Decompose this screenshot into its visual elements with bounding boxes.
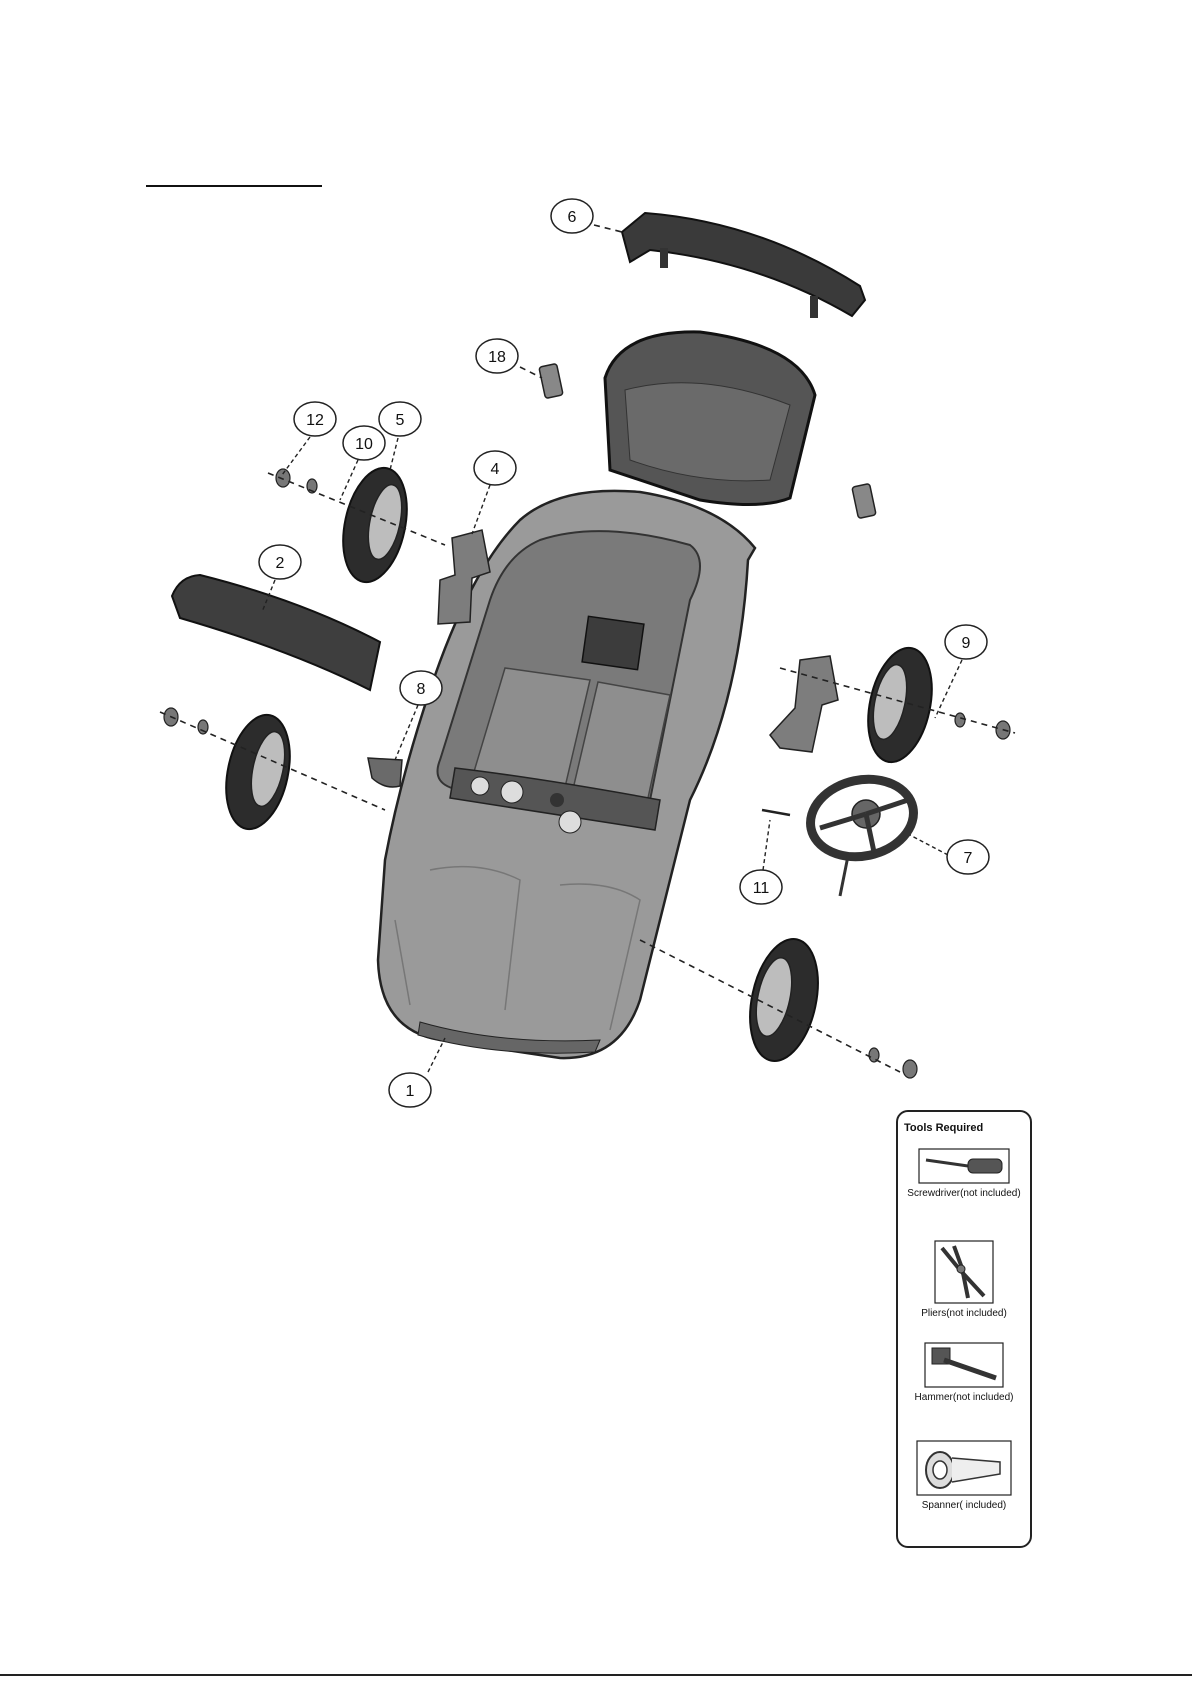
rear-spoiler	[622, 213, 865, 318]
callout-5: 5	[379, 402, 421, 436]
tool-hammer: Hammer(not included)	[898, 1342, 1030, 1403]
side-skirt	[172, 575, 380, 690]
tool-pliers: Pliers(not included)	[898, 1240, 1030, 1319]
svg-text:10: 10	[355, 436, 373, 453]
steering-wheel	[803, 770, 921, 896]
footer-rule	[0, 1674, 1192, 1676]
wheel-rear-left	[334, 462, 417, 588]
callout-18: 18	[476, 339, 518, 373]
tool-spanner-label: Spanner( included)	[898, 1500, 1030, 1511]
svg-text:11: 11	[753, 880, 770, 897]
seat	[605, 332, 815, 505]
small-cover	[368, 758, 402, 787]
svg-text:12: 12	[306, 412, 324, 429]
callout-10: 10	[343, 426, 385, 460]
seat-bracket-left	[539, 363, 563, 398]
callout-1: 1	[389, 1073, 431, 1107]
tools-required-panel: Tools Required Screwdriver(not included)…	[896, 1110, 1032, 1548]
callout-4: 4	[474, 451, 516, 485]
hammer-icon	[924, 1342, 1004, 1388]
screwdriver-icon	[918, 1148, 1010, 1184]
svg-text:2: 2	[276, 555, 285, 572]
tools-required-title: Tools Required	[904, 1122, 983, 1134]
pliers-icon	[934, 1240, 994, 1304]
steering-pin	[762, 810, 790, 815]
callout-11: 11	[740, 870, 782, 904]
callout-2: 2	[259, 545, 301, 579]
tool-screwdriver: Screwdriver(not included)	[898, 1148, 1030, 1199]
spanner-icon	[916, 1440, 1012, 1496]
callout-7: 7	[947, 840, 989, 874]
callout-6: 6	[551, 199, 593, 233]
svg-text:6: 6	[568, 209, 577, 226]
tool-hammer-label: Hammer(not included)	[898, 1392, 1030, 1403]
wheel-front-right	[740, 933, 828, 1068]
svg-text:9: 9	[962, 635, 971, 652]
seat-bracket-right	[852, 483, 876, 518]
svg-text:8: 8	[417, 681, 426, 698]
svg-text:18: 18	[488, 349, 506, 366]
svg-text:4: 4	[491, 461, 500, 478]
callout-9: 9	[945, 625, 987, 659]
tool-pliers-label: Pliers(not included)	[898, 1308, 1030, 1319]
callout-12: 12	[294, 402, 336, 436]
svg-text:7: 7	[964, 850, 973, 867]
wheel-rear-right	[859, 642, 942, 768]
svg-text:5: 5	[396, 412, 405, 429]
tool-spanner: Spanner( included)	[898, 1440, 1030, 1511]
svg-text:1: 1	[406, 1083, 415, 1100]
gearbox-right	[770, 656, 838, 752]
tool-screwdriver-label: Screwdriver(not included)	[898, 1188, 1030, 1199]
callout-8: 8	[400, 671, 442, 705]
car-body	[378, 491, 755, 1058]
wheel-front-left	[217, 709, 300, 835]
